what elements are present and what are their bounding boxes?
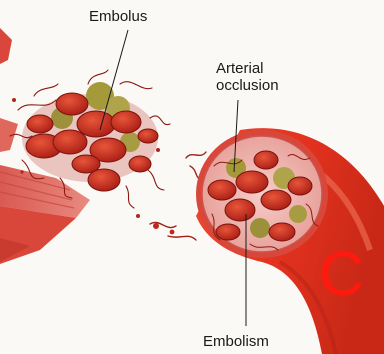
label-embolism: Embolism (203, 333, 269, 350)
label-arterial-occlusion-line2: occlusion (216, 77, 279, 94)
label-embolus: Embolus (89, 8, 147, 25)
vessel-cross-section (196, 130, 328, 258)
label-arterial-occlusion-line1: Arterial (216, 60, 279, 77)
panel-letter: C (319, 244, 364, 306)
label-arterial-occlusion: Arterial occlusion (216, 60, 279, 94)
